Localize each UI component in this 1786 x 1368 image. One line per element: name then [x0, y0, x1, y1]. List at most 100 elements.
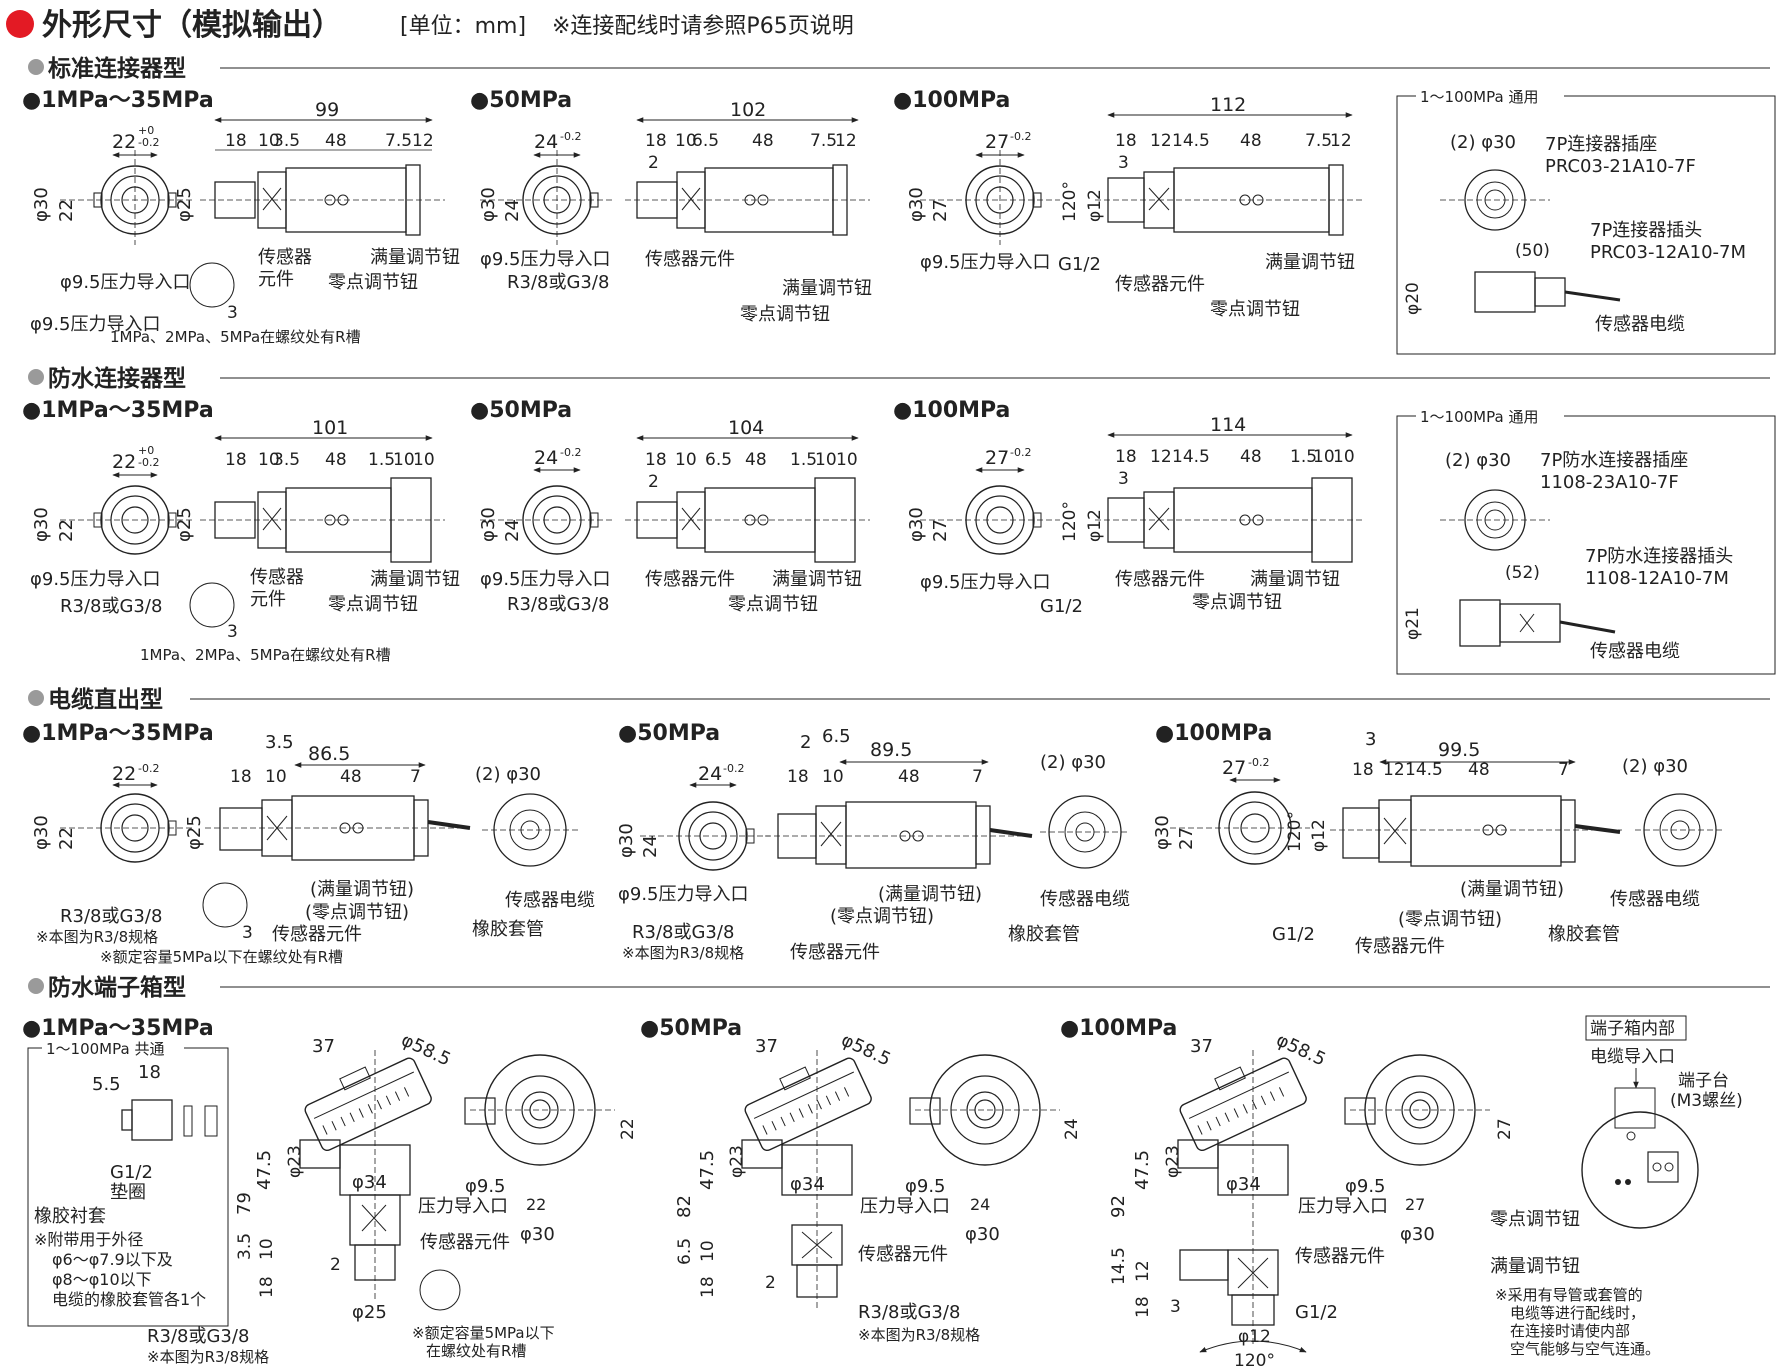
svg-text:12: 12	[412, 131, 434, 151]
svg-text:18: 18	[225, 131, 247, 151]
front-view-1: 22 +0 -0.2 φ30 22 φ9.5压力导入口 φ9.5压力导入口	[30, 124, 195, 335]
svg-text:1.5: 1.5	[1290, 447, 1317, 467]
svg-text:φ30: φ30	[906, 507, 927, 542]
svg-text:24: 24	[502, 199, 523, 222]
svg-text:89.5: 89.5	[870, 739, 912, 761]
svg-text:电缆的橡胶套管各1个: 电缆的橡胶套管各1个	[52, 1290, 206, 1309]
svg-text:1108-12A10-7M: 1108-12A10-7M	[1585, 568, 1729, 589]
svg-text:10: 10	[1313, 447, 1335, 467]
range-1-35: ●1MPa～35MPa	[22, 88, 214, 113]
svg-text:22: 22	[618, 1118, 638, 1140]
svg-text:7P防水连接器插座: 7P防水连接器插座	[1540, 450, 1688, 471]
front-view-3: 27 -0.2 φ30 27 φ9.5压力导入口	[906, 130, 1060, 273]
svg-text:2: 2	[648, 153, 659, 173]
svg-text:(2) φ30: (2) φ30	[1450, 132, 1516, 153]
svg-text:※附带用于外径: ※附带用于外径	[34, 1230, 143, 1249]
cable-front-3: 27 -0.2 φ30 27	[1152, 756, 1310, 865]
svg-text:φ20: φ20	[1403, 282, 1423, 315]
svg-text:零点调节钮: 零点调节钮	[728, 594, 818, 615]
svg-text:(零点调节钮): (零点调节钮)	[830, 906, 934, 927]
svg-text:φ30: φ30	[965, 1224, 1000, 1245]
svg-text:112: 112	[1210, 94, 1246, 116]
svg-text:●1MPa～35MPa: ●1MPa～35MPa	[22, 1016, 214, 1041]
svg-text:压力导入口: 压力导入口	[860, 1196, 950, 1217]
svg-text:φ30: φ30	[31, 507, 52, 542]
svg-text:104: 104	[728, 417, 764, 439]
svg-text:φ30: φ30	[616, 823, 637, 858]
svg-text:99: 99	[315, 99, 339, 121]
svg-text:传感器元件: 传感器元件	[645, 569, 735, 590]
svg-text:12: 12	[1150, 447, 1172, 467]
svg-text:φ8～φ10以下: φ8～φ10以下	[52, 1270, 152, 1289]
svg-text:(2) φ30: (2) φ30	[1040, 752, 1106, 773]
svg-text:(满量调节钮): (满量调节钮)	[1460, 879, 1564, 900]
svg-text:3: 3	[1170, 1297, 1181, 1317]
svg-text:37: 37	[1190, 1036, 1213, 1057]
svg-text:48: 48	[1240, 131, 1262, 151]
svg-text:22: 22	[56, 827, 77, 850]
svg-text:2: 2	[800, 732, 811, 753]
svg-text:φ9.5: φ9.5	[1345, 1176, 1386, 1197]
svg-text:48: 48	[325, 131, 347, 151]
svg-text:φ25: φ25	[174, 187, 195, 222]
svg-text:G1/2: G1/2	[1295, 1302, 1338, 1323]
svg-text:传感器: 传感器	[250, 567, 304, 588]
svg-text:3.5: 3.5	[265, 732, 294, 753]
svg-text:1MPa、2MPa、5MPa在螺纹处有R槽: 1MPa、2MPa、5MPa在螺纹处有R槽	[140, 646, 391, 664]
svg-text:10: 10	[413, 450, 435, 470]
svg-text:φ12: φ12	[1085, 509, 1105, 542]
wiring-note: ※连接配线时请参照P65页说明	[552, 14, 854, 39]
svg-text:22: 22	[112, 451, 136, 473]
svg-text:R3/8或G3/8: R3/8或G3/8	[60, 906, 162, 927]
wp-connector-detail-box: 1～100MPa 通用 (2) φ30 7P防水连接器插座 1108-23A10…	[1396, 406, 1776, 675]
cable-side-3: 3 99.5 18 12 14.5 48 7 120° φ12 G1/2 (满量…	[1272, 729, 1725, 957]
svg-text:传感器元件: 传感器元件	[272, 924, 362, 945]
accessory-box: 1～100MPa 共通 5.5 18 G1/2 垫圈 橡胶衬套 ※附带用于外径 …	[27, 1038, 229, 1327]
svg-text:●100MPa: ●100MPa	[893, 398, 1010, 423]
svg-text:在螺纹处有R槽: 在螺纹处有R槽	[426, 1342, 526, 1360]
svg-text:10: 10	[393, 450, 415, 470]
svg-text:传感器元件: 传感器元件	[1295, 1246, 1385, 1267]
svg-text:102: 102	[730, 99, 766, 121]
svg-text:5.5: 5.5	[92, 1074, 121, 1095]
svg-text:φ25: φ25	[184, 815, 205, 850]
svg-text:22: 22	[112, 763, 136, 785]
svg-text:7P连接器插座: 7P连接器插座	[1545, 134, 1657, 155]
svg-text:12: 12	[1383, 760, 1405, 780]
wp-front-2: 24 -0.2 φ30 24 φ9.5压力导入口 R3/8或G3/8	[478, 446, 615, 615]
svg-text:27: 27	[930, 199, 951, 222]
section-title: 标准连接器型	[48, 55, 186, 82]
svg-text:24: 24	[502, 519, 523, 542]
svg-text:12: 12	[1150, 131, 1172, 151]
svg-text:元件: 元件	[250, 589, 286, 610]
svg-text:10: 10	[822, 767, 844, 787]
svg-text:3.5: 3.5	[235, 1233, 255, 1260]
svg-text:7.5: 7.5	[1305, 131, 1332, 151]
svg-text:14.5: 14.5	[1172, 447, 1210, 467]
svg-text:零点调节钮: 零点调节钮	[328, 272, 418, 293]
svg-text:压力导入口: 压力导入口	[418, 1196, 508, 1217]
svg-text:24: 24	[640, 835, 661, 858]
svg-text:传感器元件: 传感器元件	[420, 1232, 510, 1253]
svg-text:端子台: 端子台	[1678, 1071, 1729, 1091]
svg-text:+0: +0	[138, 444, 154, 457]
section-dot	[28, 59, 44, 75]
svg-text:18: 18	[1133, 1296, 1153, 1318]
svg-text:G1/2: G1/2	[1058, 254, 1101, 275]
range-50: ●50MPa	[470, 88, 572, 113]
svg-text:18: 18	[698, 1276, 718, 1298]
svg-text:传感器电缆: 传感器电缆	[505, 890, 595, 911]
svg-text:18: 18	[1115, 131, 1137, 151]
svg-text:10: 10	[675, 450, 697, 470]
front-view-2: 24 -0.2 φ30 24 φ9.5压力导入口 R3/8或G3/8	[478, 130, 615, 293]
svg-text:φ30: φ30	[906, 187, 927, 222]
svg-text:82: 82	[674, 1195, 695, 1218]
svg-text:22: 22	[56, 199, 77, 222]
svg-text:传感器: 传感器	[258, 247, 312, 268]
svg-text:7P防水连接器插头: 7P防水连接器插头	[1585, 546, 1733, 567]
svg-text:114: 114	[1210, 414, 1246, 436]
svg-text:18: 18	[138, 1062, 161, 1083]
svg-text:92: 92	[1108, 1195, 1129, 1218]
svg-text:120°: 120°	[1060, 181, 1080, 222]
